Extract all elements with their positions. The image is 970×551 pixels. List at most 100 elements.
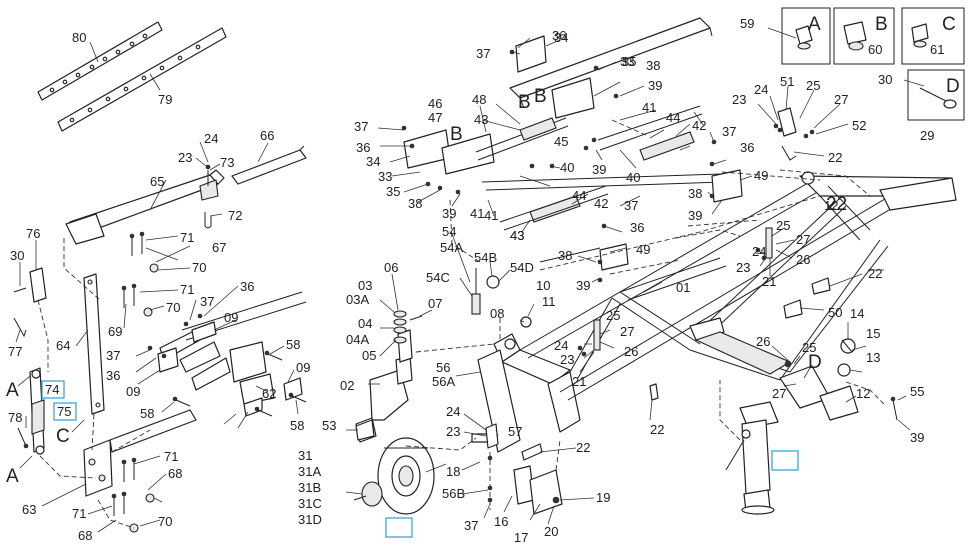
callout: 30: [878, 72, 892, 87]
callout: 34: [554, 30, 568, 45]
bracket-63: [83, 409, 197, 497]
callout: 43: [474, 112, 488, 127]
callout: 37: [624, 198, 638, 213]
callout: 50: [828, 305, 842, 320]
callout: 60: [868, 42, 882, 57]
callout: 22: [576, 440, 590, 455]
callout: 39: [592, 162, 606, 177]
callout: 56: [436, 360, 450, 375]
callout: 11: [542, 294, 556, 309]
callout: 26: [796, 252, 810, 267]
callout: 37: [722, 124, 736, 139]
callout: 67: [212, 240, 226, 255]
bolts-71: [111, 231, 145, 516]
highlight-box-74: [41, 380, 65, 399]
callout: 41: [470, 206, 484, 221]
callout: 46: [428, 96, 442, 111]
callout: 06: [384, 260, 398, 275]
callout: 36: [740, 140, 754, 155]
pin-30: [13, 287, 27, 293]
callout: 68: [78, 528, 92, 543]
callout-labels: 80 79 24 23 73 66 65 72 76 30 71 67 70 7…: [6, 14, 960, 545]
inset-A: [767, 7, 831, 65]
callout: 17: [514, 530, 528, 545]
callout: 23: [446, 424, 460, 439]
bracket-16-17: [471, 433, 563, 515]
callout: 54C: [426, 270, 450, 285]
callout: 24: [752, 244, 766, 259]
callout: 35: [386, 184, 400, 199]
callout: 39: [910, 430, 924, 445]
callout: 70: [158, 514, 172, 529]
callout: 12: [824, 198, 838, 213]
callout: 36: [356, 140, 370, 155]
callout: 47: [428, 110, 442, 125]
callout: 24: [204, 131, 218, 146]
bolt-53: [355, 419, 375, 441]
callout-highlighted: 75: [57, 404, 71, 419]
callout: 36: [106, 368, 120, 383]
inset-D: [903, 69, 965, 121]
callout: 22: [828, 150, 842, 165]
callout: 22: [868, 266, 882, 281]
callout: 31B: [298, 480, 321, 495]
callout: 51: [780, 74, 794, 89]
post-64: [83, 273, 105, 415]
clamp-62: [159, 291, 307, 405]
callout: 39: [648, 78, 662, 93]
callout: 12: [856, 386, 870, 401]
callout: 20: [544, 524, 558, 539]
callout: 09: [224, 310, 238, 325]
frame-01: [477, 171, 957, 453]
callout-letter: 22: [826, 194, 847, 215]
callout: 54A: [440, 240, 463, 255]
callout: 68: [168, 466, 182, 481]
callout: 37: [354, 119, 368, 134]
clip-77: [13, 317, 27, 338]
callout: 56B: [442, 486, 465, 501]
tube-66: [231, 145, 307, 185]
callout: 08: [490, 306, 504, 321]
callout: 31A: [298, 464, 321, 479]
callout: 78: [8, 410, 22, 425]
callout: 33: [620, 54, 634, 69]
callout: 23: [560, 352, 574, 367]
callout: 22: [650, 422, 664, 437]
callout: 65: [150, 174, 164, 189]
callout: 04A: [346, 332, 369, 347]
callout: 30: [10, 248, 24, 263]
highlight-box-28: [771, 450, 799, 471]
callout: 05: [362, 348, 376, 363]
callout: 36: [240, 279, 254, 294]
callout: 02: [340, 378, 354, 393]
callout: 24: [754, 82, 768, 97]
callout: 23: [732, 92, 746, 107]
callout: 73: [220, 155, 234, 170]
bolts-58: [172, 350, 307, 417]
callout-letter: C: [942, 14, 956, 35]
callout: 16: [494, 514, 508, 529]
pin-78: [17, 427, 29, 449]
callout: 53: [322, 418, 336, 433]
callout: 38: [558, 248, 572, 263]
callout: 69: [108, 324, 122, 339]
bracket-76: [29, 267, 47, 303]
leader-lines: [15, 37, 911, 533]
callout: 24: [446, 404, 460, 419]
callout: 23: [178, 150, 192, 165]
callout-letter: B: [875, 14, 888, 35]
wheel-31: [377, 437, 435, 515]
tongue-65: [65, 169, 225, 245]
callout: 71: [180, 282, 194, 297]
callout: 49: [636, 242, 650, 257]
callout: 25: [606, 308, 620, 323]
callout: 03A: [346, 292, 369, 307]
callout: 36: [630, 220, 644, 235]
callout: 70: [192, 260, 206, 275]
callout: 58: [290, 418, 304, 433]
callout: 66: [260, 128, 274, 143]
callout: 42: [594, 196, 608, 211]
callout-letter: B: [518, 92, 531, 113]
inset-C: [901, 7, 965, 65]
